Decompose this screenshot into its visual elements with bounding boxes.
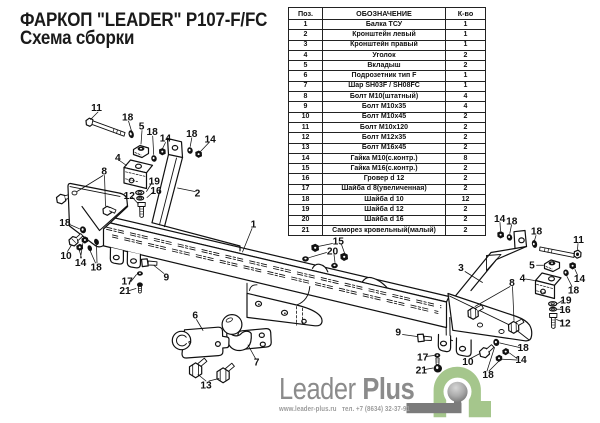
- svg-text:1: 1: [251, 220, 257, 231]
- svg-text:14: 14: [205, 134, 217, 145]
- svg-text:16: 16: [559, 305, 571, 316]
- svg-text:18: 18: [568, 286, 580, 297]
- svg-text:21: 21: [119, 286, 131, 297]
- svg-text:14: 14: [515, 355, 527, 366]
- svg-text:8: 8: [509, 278, 515, 289]
- svg-text:13: 13: [200, 380, 212, 391]
- svg-text:19: 19: [560, 296, 572, 307]
- svg-text:4: 4: [115, 153, 121, 164]
- svg-text:11: 11: [91, 103, 102, 114]
- svg-text:7: 7: [254, 358, 260, 369]
- svg-text:18: 18: [147, 127, 159, 138]
- svg-text:18: 18: [59, 218, 71, 229]
- svg-text:15: 15: [333, 236, 345, 247]
- svg-text:3: 3: [458, 263, 464, 274]
- svg-text:6: 6: [192, 311, 198, 322]
- svg-text:19: 19: [149, 177, 161, 188]
- svg-text:16: 16: [150, 186, 162, 197]
- svg-text:17: 17: [417, 352, 429, 363]
- svg-text:18: 18: [482, 370, 494, 381]
- svg-text:4: 4: [520, 273, 526, 284]
- svg-text:20: 20: [327, 246, 339, 257]
- svg-text:18: 18: [531, 227, 543, 238]
- svg-text:12: 12: [559, 318, 571, 329]
- svg-text:8: 8: [101, 167, 107, 178]
- svg-text:18: 18: [186, 129, 198, 140]
- svg-text:18: 18: [506, 217, 518, 228]
- svg-text:9: 9: [395, 328, 401, 339]
- svg-text:18: 18: [518, 343, 530, 354]
- svg-text:18: 18: [122, 113, 134, 124]
- svg-text:5: 5: [529, 261, 535, 272]
- svg-text:2: 2: [195, 189, 201, 200]
- svg-text:14: 14: [75, 258, 87, 269]
- svg-text:17: 17: [122, 276, 134, 287]
- svg-text:14: 14: [494, 214, 506, 225]
- svg-text:14: 14: [574, 274, 586, 285]
- svg-text:10: 10: [462, 357, 474, 368]
- svg-text:14: 14: [160, 134, 172, 145]
- svg-text:10: 10: [60, 251, 72, 262]
- svg-text:18: 18: [91, 263, 103, 274]
- svg-text:9: 9: [163, 273, 169, 284]
- svg-text:12: 12: [124, 191, 136, 202]
- svg-text:11: 11: [573, 235, 584, 246]
- svg-text:5: 5: [139, 122, 145, 133]
- svg-text:21: 21: [416, 366, 428, 377]
